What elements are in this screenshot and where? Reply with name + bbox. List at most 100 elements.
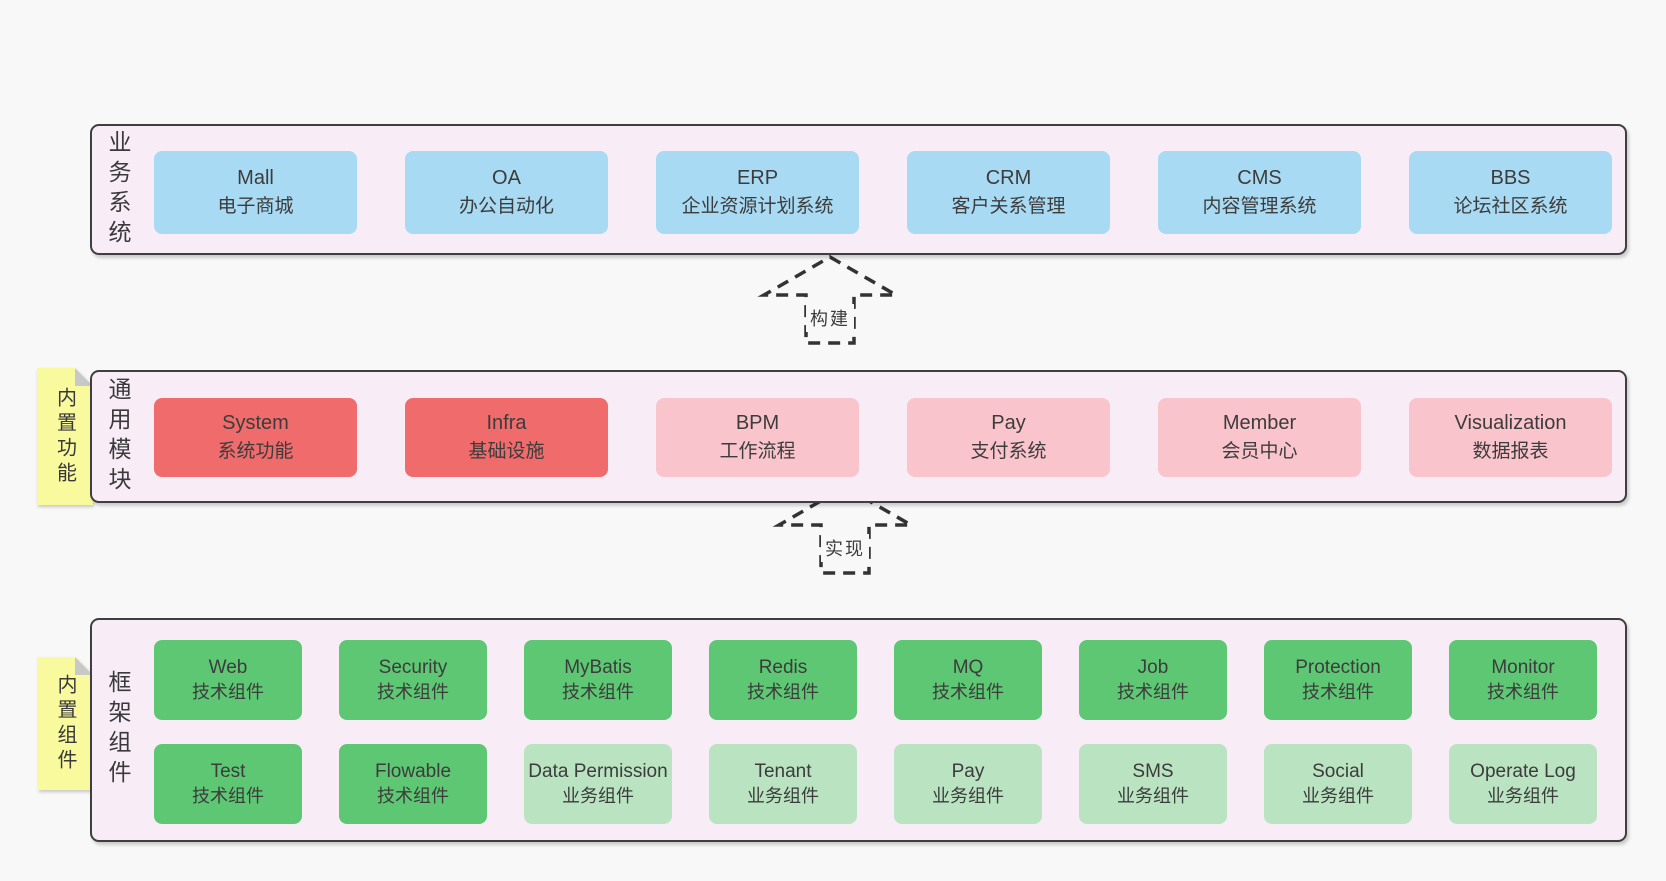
- box-title: Monitor: [1491, 656, 1555, 678]
- arrow-build-label: 构建: [806, 304, 854, 332]
- box-subtitle: 工作流程: [719, 441, 796, 463]
- box-subtitle: 办公自动化: [458, 196, 554, 218]
- box-title: CRM: [985, 167, 1032, 190]
- box-subtitle: 支付系统: [970, 441, 1047, 463]
- box-title: Test: [210, 760, 246, 782]
- box-title: Web: [208, 656, 248, 678]
- band-business-systems: 业务系统 Mall 电子商城 OA 办公自动化 ERP 企业资源计划系统 CRM…: [90, 124, 1627, 255]
- box-subtitle: 业务组件: [1302, 785, 1374, 806]
- framework-components-grid: Web 技术组件 Security 技术组件 MyBatis 技术组件 Redi…: [154, 640, 1597, 824]
- box-subtitle: 技术组件: [377, 785, 449, 806]
- box-data-permission: Data Permission 业务组件: [524, 744, 672, 824]
- up-block-arrow-icon: [757, 254, 903, 345]
- box-title: OA: [492, 167, 521, 190]
- box-title: Data Permission: [528, 760, 668, 782]
- box-title: MQ: [952, 656, 984, 678]
- box-mall: Mall 电子商城: [154, 151, 357, 234]
- box-subtitle: 内容管理系统: [1202, 196, 1317, 218]
- arrow-implement: 实现: [765, 484, 925, 576]
- box-title: MyBatis: [564, 656, 632, 678]
- box-monitor: Monitor 技术组件: [1449, 640, 1597, 720]
- box-subtitle: 业务组件: [562, 785, 634, 806]
- band-label-common-modules: 通用模块: [105, 376, 131, 497]
- box-subtitle: 系统功能: [217, 441, 294, 463]
- box-social: Social 业务组件: [1264, 744, 1412, 824]
- box-protection: Protection 技术组件: [1264, 640, 1412, 720]
- box-cms: CMS 内容管理系统: [1158, 151, 1361, 234]
- box-title: Job: [1137, 656, 1169, 678]
- box-security: Security 技术组件: [339, 640, 487, 720]
- sticky-note-text: 内置功能: [53, 386, 76, 487]
- box-title: Social: [1312, 760, 1364, 782]
- box-subtitle: 技术组件: [192, 785, 264, 806]
- box-pay: Pay 支付系统: [907, 398, 1110, 477]
- common-modules-row: System 系统功能 Infra 基础设施 BPM 工作流程 Pay 支付系统…: [154, 398, 1612, 477]
- box-flowable: Flowable 技术组件: [339, 744, 487, 824]
- box-crm: CRM 客户关系管理: [907, 151, 1110, 234]
- box-bbs: BBS 论坛社区系统: [1409, 151, 1612, 234]
- box-oa: OA 办公自动化: [405, 151, 608, 234]
- box-subtitle: 基础设施: [468, 441, 545, 463]
- box-subtitle: 数据报表: [1472, 441, 1549, 463]
- sticky-note-builtin-features: 内置功能: [37, 368, 93, 505]
- box-erp: ERP 企业资源计划系统: [656, 151, 859, 234]
- box-subtitle: 客户关系管理: [951, 196, 1066, 218]
- box-mq: MQ 技术组件: [894, 640, 1042, 720]
- box-title: Protection: [1295, 656, 1381, 678]
- box-pay-component: Pay 业务组件: [894, 744, 1042, 824]
- box-subtitle: 电子商城: [217, 196, 294, 218]
- band-label-business-systems: 业务系统: [105, 129, 131, 250]
- box-title: Visualization: [1454, 412, 1567, 435]
- box-subtitle: 技术组件: [192, 681, 264, 702]
- business-systems-row: Mall 电子商城 OA 办公自动化 ERP 企业资源计划系统 CRM 客户关系…: [154, 151, 1612, 234]
- box-title: BBS: [1490, 167, 1531, 190]
- box-title: Tenant: [754, 760, 812, 782]
- band-framework-components: 框架组件 Web 技术组件 Security 技术组件 MyBatis 技术组件…: [90, 618, 1627, 842]
- box-title: Member: [1222, 412, 1297, 435]
- box-title: System: [222, 412, 289, 435]
- sticky-note-builtin-components: 内置组件: [38, 657, 93, 790]
- sticky-note-text: 内置组件: [54, 673, 76, 774]
- box-subtitle: 会员中心: [1221, 441, 1298, 463]
- box-title: Mall: [237, 167, 274, 190]
- box-job: Job 技术组件: [1079, 640, 1227, 720]
- box-web: Web 技术组件: [154, 640, 302, 720]
- box-subtitle: 技术组件: [562, 681, 634, 702]
- box-subtitle: 业务组件: [1487, 785, 1559, 806]
- box-subtitle: 技术组件: [1117, 681, 1189, 702]
- arrow-implement-label: 实现: [821, 534, 869, 562]
- box-title: ERP: [736, 167, 779, 190]
- box-subtitle: 企业资源计划系统: [681, 196, 834, 218]
- box-subtitle: 业务组件: [1117, 785, 1189, 806]
- box-visualization: Visualization 数据报表: [1409, 398, 1612, 477]
- box-title: SMS: [1132, 760, 1174, 782]
- up-block-arrow-icon: [772, 484, 918, 575]
- box-title: BPM: [735, 412, 780, 435]
- box-operate-log: Operate Log 业务组件: [1449, 744, 1597, 824]
- band-label-framework-components: 框架组件: [105, 670, 131, 790]
- box-subtitle: 论坛社区系统: [1453, 196, 1568, 218]
- arrow-build: 构建: [750, 254, 910, 346]
- box-subtitle: 技术组件: [1487, 681, 1559, 702]
- box-mybatis: MyBatis 技术组件: [524, 640, 672, 720]
- box-subtitle: 技术组件: [1302, 681, 1374, 702]
- box-sms: SMS 业务组件: [1079, 744, 1227, 824]
- box-title: Operate Log: [1470, 760, 1576, 782]
- box-subtitle: 技术组件: [932, 681, 1004, 702]
- box-title: Security: [378, 656, 448, 678]
- box-title: Pay: [991, 412, 1026, 435]
- box-subtitle: 技术组件: [377, 681, 449, 702]
- box-bpm: BPM 工作流程: [656, 398, 859, 477]
- box-title: Flowable: [374, 760, 452, 782]
- box-member: Member 会员中心: [1158, 398, 1361, 477]
- band-common-modules: 通用模块 System 系统功能 Infra 基础设施 BPM 工作流程 Pay…: [90, 370, 1627, 503]
- box-infra: Infra 基础设施: [405, 398, 608, 477]
- box-test: Test 技术组件: [154, 744, 302, 824]
- box-title: Redis: [758, 656, 808, 678]
- box-subtitle: 业务组件: [747, 785, 819, 806]
- box-redis: Redis 技术组件: [709, 640, 857, 720]
- box-tenant: Tenant 业务组件: [709, 744, 857, 824]
- box-subtitle: 技术组件: [747, 681, 819, 702]
- box-title: Infra: [486, 412, 527, 435]
- box-subtitle: 业务组件: [932, 785, 1004, 806]
